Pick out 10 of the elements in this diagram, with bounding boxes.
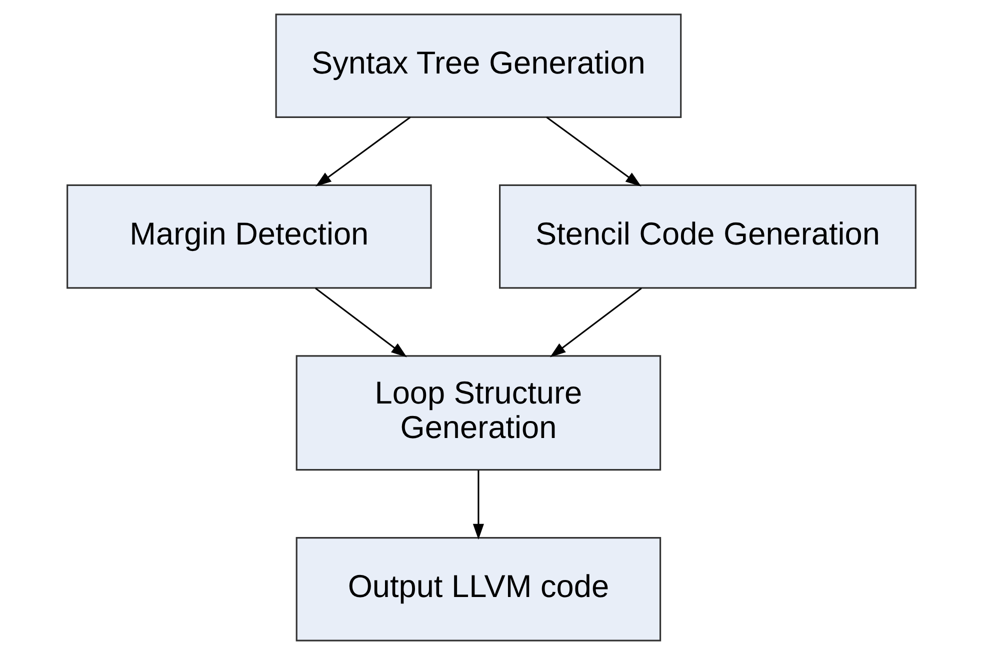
node-box: Output LLVM code	[295, 537, 661, 642]
arrow	[315, 116, 410, 186]
arrow	[472, 470, 484, 540]
node-box: Loop Structure Generation	[295, 355, 661, 471]
node-box: Syntax Tree Generation	[274, 14, 682, 118]
node-box: Stencil Code Generation	[498, 184, 916, 289]
arrow	[314, 288, 406, 358]
arrow	[549, 288, 642, 358]
node-box: Margin Detection	[66, 184, 432, 289]
arrow	[546, 116, 641, 186]
